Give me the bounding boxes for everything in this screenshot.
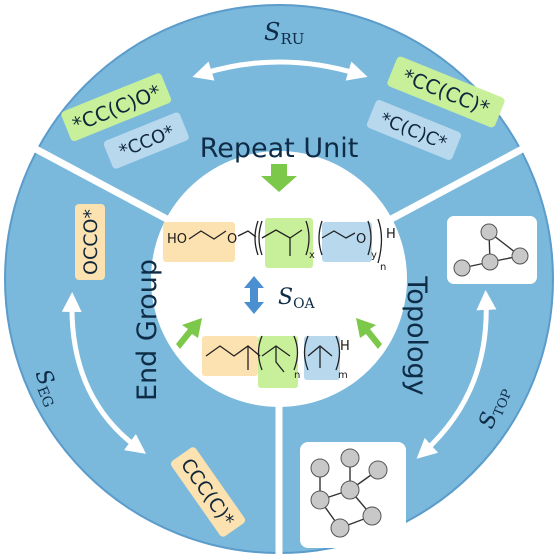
eg-smiles-a: OCCO* [80,209,102,275]
top-double-arrow [416,290,497,459]
polymer-1-structure: HO O x O y n H [163,218,396,273]
p1-sub-x: x [309,250,315,261]
topology-title: Topology [401,275,432,395]
s-oa-label: SOA [278,285,316,312]
eg-double-arrow [61,292,147,454]
end-group-title: End Group [132,259,163,401]
p2-sub-m: m [338,370,348,381]
repeat-unit-title: Repeat Unit [200,133,359,164]
p2-terminal-h: H [340,339,350,354]
p1-terminal-h: H [386,227,396,242]
ru-double-arrow [192,59,368,81]
p1-end-group: HO [167,232,187,247]
p2-sub-n: n [294,370,300,381]
p1-sub-n: n [380,262,386,273]
oa-double-arrow [244,276,264,314]
eg-diag-arrow [176,318,202,349]
ru-down-arrow [261,164,297,192]
topology-graph-icon [447,216,537,284]
eg-smiles-a-box: OCCO* [75,204,105,280]
p1-oxygen-2: O [356,232,366,247]
branched-graph-icon [300,442,406,548]
top-diag-arrow [356,318,382,349]
polymer-2-structure: n m H [202,335,350,388]
p1-sub-y: y [371,250,377,261]
s-ru-label: SRU [264,18,304,48]
p1-oxygen-1: O [227,232,237,247]
